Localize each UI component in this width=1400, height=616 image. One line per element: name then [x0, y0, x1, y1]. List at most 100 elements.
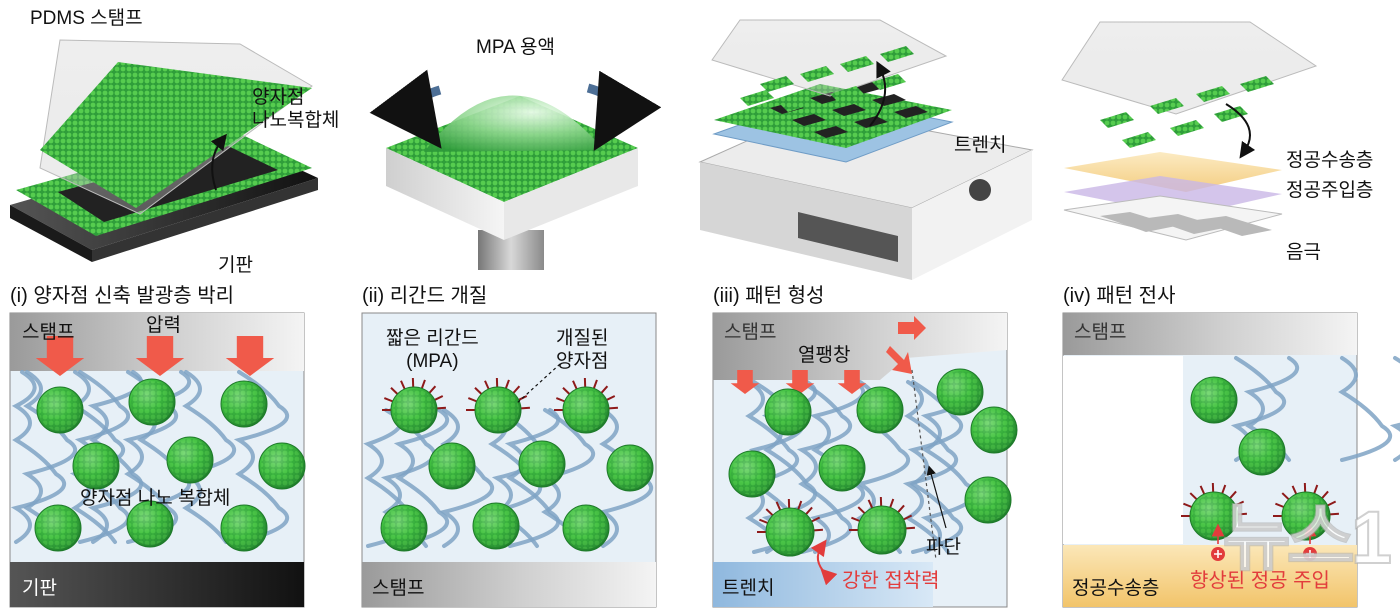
- mpa-droplet-dome: [424, 95, 604, 152]
- mpa-ligand: [1183, 502, 1193, 508]
- polymer-chain: [1338, 356, 1393, 462]
- mpa-ligand: [1189, 492, 1198, 501]
- polymer-chain: [796, 380, 853, 554]
- hotplate-right: [912, 150, 1032, 280]
- qd-texture: [1193, 379, 1235, 421]
- qd-texture: [37, 507, 79, 549]
- qd-texture: [821, 447, 863, 489]
- hotplate-display: [798, 212, 898, 262]
- qd-texture: [223, 507, 265, 549]
- mpa-ligand: [1329, 512, 1339, 516]
- mpa-ligand: [905, 526, 915, 530]
- qd-texture: [939, 371, 981, 413]
- short-ligand-label: 짧은 리간드 (MPA): [386, 328, 479, 372]
- mpa-ligand: [1237, 512, 1247, 516]
- mpa-ligand: [592, 379, 598, 389]
- qd-texture: [521, 443, 563, 485]
- mpa-ligand: [811, 516, 821, 523]
- stamp-label-p1: 스탬프: [22, 322, 75, 343]
- polymer-chain: [233, 370, 290, 544]
- qd-texture: [393, 389, 435, 431]
- mpa-ligand: [1281, 492, 1290, 501]
- mpa-ligand: [805, 506, 813, 515]
- htl-label-bottom: 정공수송층: [1072, 578, 1160, 599]
- polymer-chain: [21, 370, 78, 544]
- pointer-line: [515, 363, 561, 405]
- caption-step-1: (i) 양자점 신축 발광층 박리: [10, 285, 234, 307]
- press-arrow-icon: [730, 370, 760, 394]
- mpa-ligand: [857, 506, 866, 515]
- qd-texture: [431, 445, 473, 487]
- qd-texture: [1241, 431, 1283, 473]
- polymer-chain: [10, 370, 67, 544]
- stamp-bar-p3: [713, 313, 1007, 380]
- mpa-ligand: [555, 397, 566, 403]
- stamp-label-p3: 스탬프: [724, 322, 777, 343]
- qd-texture: [767, 391, 809, 433]
- trench-label-bottom: 트렌치: [722, 578, 775, 599]
- expansion-arrow-icon: [886, 346, 912, 374]
- curved-arrow-icon: [869, 60, 891, 127]
- mpa-ligand: [813, 528, 823, 532]
- trench-cell: [854, 116, 888, 128]
- qd-texture: [967, 479, 1009, 521]
- qd-texture: [1284, 494, 1328, 538]
- polymer-chain: [902, 380, 959, 554]
- rotation-arrow-icon: [369, 69, 442, 149]
- hil-label-top: 정공주입층: [1286, 180, 1374, 201]
- fracture-arrow-icon: [926, 465, 947, 529]
- mpa-ligand: [512, 385, 521, 394]
- qd-texture: [75, 445, 117, 487]
- mpa-ligand: [775, 501, 782, 511]
- mpa-ligand: [889, 498, 895, 508]
- polymer-chain: [393, 408, 450, 548]
- mpa-ligand: [1235, 500, 1245, 507]
- qd-texture: [129, 503, 171, 545]
- stamp-bar-p4: [1063, 313, 1357, 355]
- qd-texture: [223, 383, 265, 425]
- qd-texture: [477, 389, 519, 431]
- mpa-ligand: [600, 385, 609, 394]
- mpa-ligand: [504, 379, 510, 389]
- press-arrow-icon: [35, 336, 85, 376]
- curved-arrow-icon: [210, 133, 227, 191]
- mpa-ligand: [1229, 490, 1237, 499]
- rotation-arrow-icon: [586, 70, 662, 152]
- mpa-ligand: [400, 380, 406, 390]
- mpa-ligand: [903, 514, 913, 521]
- qd-pixel-transfer: [1214, 106, 1248, 122]
- stamp-label-p2: 스탬프: [372, 578, 425, 599]
- mpa-ligand: [572, 380, 578, 390]
- qd-pixel-transfer: [1196, 86, 1230, 102]
- caption-step-2: (ii) 리간드 개질: [362, 285, 488, 307]
- substrate-label-bottom: 기판: [22, 578, 57, 599]
- spin-substrate-left: [386, 148, 504, 240]
- stamp-label-p4: 스탬프: [1074, 322, 1127, 343]
- qd-pixel-on-stamp: [840, 56, 874, 72]
- mpa-ligand: [1275, 502, 1285, 508]
- qd-texture: [768, 510, 812, 554]
- peeled-qd-film: [40, 62, 312, 208]
- mpa-ligand: [759, 518, 769, 524]
- hotplate-knob: [969, 179, 991, 201]
- mpa-ligand: [1327, 500, 1337, 507]
- mpa-ligand: [608, 406, 618, 410]
- mpa-ligand: [606, 395, 616, 401]
- qd-texture: [39, 389, 81, 431]
- stamp-lifted: [711, 19, 948, 97]
- press-arrow-icon: [135, 336, 185, 376]
- modified-qd-label: 개질된 양자점: [556, 328, 609, 372]
- mpa-ligand: [897, 504, 905, 513]
- substrate-front: [92, 178, 318, 262]
- mpa-ligand: [434, 395, 444, 401]
- polymer-chain: [438, 408, 495, 548]
- polymer-chain: [180, 370, 237, 544]
- qd-texture: [169, 439, 211, 481]
- strong-adhesion-label: 강한 접착력: [842, 570, 940, 592]
- mpa-ligand: [467, 397, 478, 403]
- mpa-ligand: [851, 516, 861, 522]
- mpa-ligand: [1291, 485, 1298, 495]
- substrate-bar-p1: [10, 562, 304, 607]
- htl-layer: [1064, 152, 1282, 192]
